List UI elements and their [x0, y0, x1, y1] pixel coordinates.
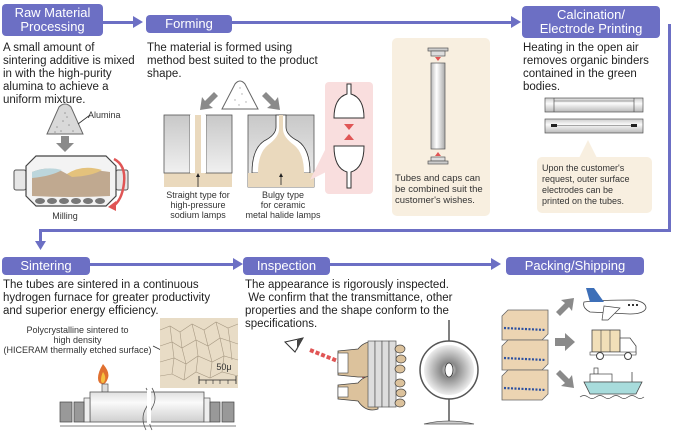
step-inspection: Inspection — [243, 257, 330, 275]
step-title: Sintering — [20, 258, 72, 273]
flow-line-calcination-down — [668, 24, 671, 232]
bulb-halves-icon — [333, 83, 365, 189]
bulgy-mold-icon — [247, 114, 315, 188]
straight-type-caption: Straight type for high-pressure sodium l… — [166, 190, 230, 220]
milling-label: Milling — [52, 211, 78, 221]
flow-line-inspection-to-packing — [330, 263, 492, 266]
microstructure-caption: Polycrystalline sintered to high density… — [3, 325, 152, 355]
step-raw-material-processing: Raw Material Processing — [2, 4, 103, 36]
step-title-line2: Electrode Printing — [539, 21, 643, 36]
truck-icon — [589, 329, 637, 360]
callout-pointer-icon — [578, 140, 598, 160]
flow-line-to-sintering — [39, 229, 42, 243]
step-title: Inspection — [256, 258, 317, 273]
bulgy-type-caption: Bulgy type for ceramic metal halide lamp… — [245, 190, 321, 220]
step-title: Packing/Shipping — [524, 258, 626, 273]
step-calcination-electrode-printing: Calcination/ Electrode Printing — [522, 6, 660, 38]
arrow-diagonal-left-icon — [200, 92, 218, 110]
flame-icon — [98, 364, 109, 384]
powder-pile-icon — [221, 80, 259, 110]
raw-description: A small amount of sintering additive is … — [3, 42, 135, 106]
flow-line-forming-to-calcination — [232, 21, 512, 24]
step-title: Forming — [165, 16, 213, 31]
step-title-line1: Raw Material — [14, 5, 91, 20]
forming-description: The material is formed using method best… — [147, 42, 318, 80]
arrow-up-right-icon — [556, 298, 574, 316]
arrow-right-icon — [555, 333, 575, 351]
arrow-diagonal-right-icon — [262, 92, 280, 110]
step-title-line2: Processing — [20, 19, 85, 34]
calcination-description: Heating in the open air removes organic … — [523, 42, 649, 93]
sintering-furnace-icon — [59, 383, 236, 431]
flow-line-return — [39, 229, 671, 232]
step-title-line1: Calcination/ — [557, 7, 625, 22]
ship-icon — [579, 367, 645, 399]
light-source-stand-icon — [419, 320, 479, 425]
electrode-note — [537, 157, 652, 213]
flow-line-raw-to-forming — [103, 21, 135, 24]
tube-with-caps-icon — [427, 47, 449, 165]
stacked-boxes-icon — [501, 309, 549, 401]
rotation-arrow-icon — [108, 157, 126, 211]
alumina-label: Alumina — [88, 110, 121, 120]
sintering-description: The tubes are sintered in a continuous h… — [3, 279, 211, 317]
scale-bar-label: 50μ — [216, 362, 232, 372]
tubes-caps-note-text: Tubes and caps can be combined suit the … — [395, 173, 483, 206]
arrow-head-icon — [233, 258, 243, 270]
arrow-head-icon — [133, 16, 143, 28]
flow-line-sintering-to-inspection — [90, 263, 234, 266]
step-sintering: Sintering — [2, 257, 90, 275]
airplane-icon — [583, 288, 647, 321]
straight-mold-icon — [163, 114, 233, 187]
arrow-head-icon — [491, 258, 501, 270]
eye-icon — [284, 337, 304, 353]
inspection-description: The appearance is rigorously inspected. … — [245, 279, 453, 330]
calcined-tube-icon — [544, 97, 644, 134]
arrow-down-icon — [35, 241, 46, 250]
arrow-down-right-icon — [556, 370, 574, 388]
arrow-down-gray-icon — [56, 136, 74, 152]
arrow-head-icon — [511, 16, 521, 28]
step-forming: Forming — [146, 15, 232, 33]
microstructure-photo — [159, 318, 239, 388]
alumina-pile-icon — [46, 103, 84, 135]
electrode-note-text: Upon the customer's request, outer surfa… — [542, 163, 630, 206]
hands-holding-tubes-icon — [337, 340, 407, 411]
pointer-line-icon — [77, 114, 91, 125]
step-packing-shipping: Packing/Shipping — [506, 257, 644, 275]
ball-mill-icon — [13, 155, 129, 207]
